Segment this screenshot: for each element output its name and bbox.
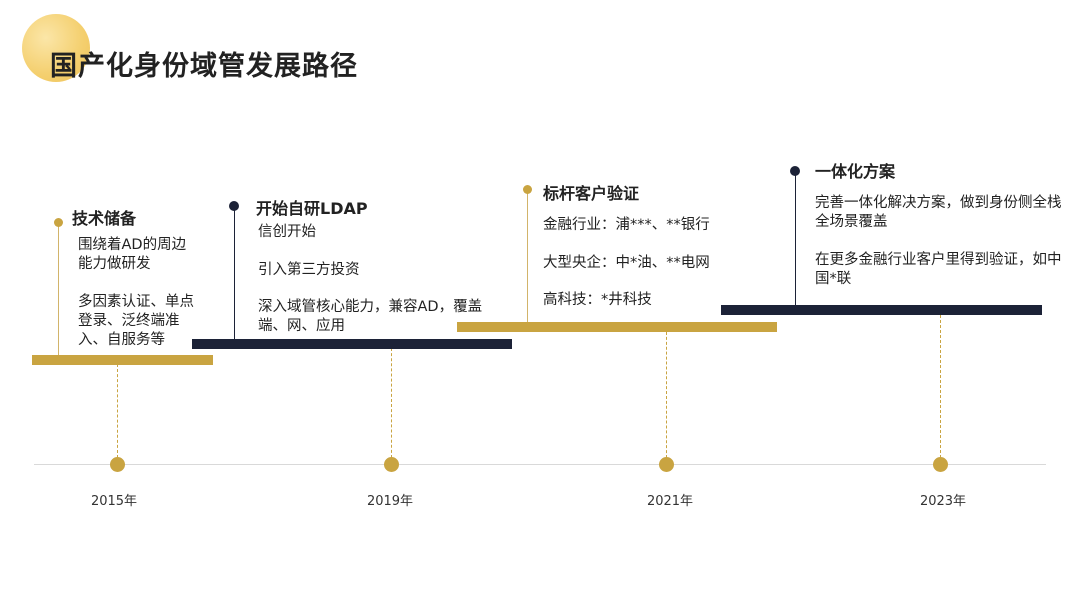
phase-title-3: 标杆客户验证 [543,184,640,203]
year-connector-2023 [940,315,941,458]
phase-title-4: 一体化方案 [815,162,896,181]
phase-marker-dot-3 [523,185,532,194]
phase-bar-2 [192,339,512,349]
phase-marker-line-1 [58,222,59,355]
phase-2-item-3: 深入域管核心能力，兼容AD，覆盖端、网、应用 [258,299,483,334]
year-label-2019: 2019年 [366,494,414,509]
timeline-axis [34,464,1046,465]
year-dot-2021 [659,457,674,472]
phase-3-item-2: 大型央企：中*油、**电网 [543,255,710,271]
phase-marker-line-3 [527,190,528,322]
phase-1-item-1: 围绕着AD的周边能力做研发 [78,237,187,272]
year-connector-2019 [391,348,392,458]
year-connector-2015 [117,364,118,458]
phase-marker-line-4 [795,172,796,305]
phase-title-2: 开始自研LDAP [256,199,368,218]
phase-2-item-2: 引入第三方投资 [258,262,360,278]
phase-title-1: 技术储备 [72,209,137,228]
phase-marker-dot-4 [790,166,800,176]
phase-4-item-1: 完善一体化解决方案，做到身份侧全栈全场景覆盖 [815,195,1062,230]
year-label-2023: 2023年 [919,494,967,509]
phase-3-item-3: 高科技：*井科技 [543,292,652,308]
year-dot-2023 [933,457,948,472]
phase-marker-dot-2 [229,201,239,211]
phase-1-item-2: 多因素认证、单点登录、泛终端准入、自服务等 [78,294,194,348]
phase-2-item-1: 信创开始 [258,224,316,240]
phase-bar-4 [721,305,1042,315]
phase-3-item-1: 金融行业：浦***、**银行 [543,217,710,233]
year-label-2021: 2021年 [646,494,694,509]
phase-marker-line-2 [234,207,235,339]
year-dot-2019 [384,457,399,472]
year-label-2015: 2015年 [90,494,138,509]
year-connector-2021 [666,332,667,458]
year-dot-2015 [110,457,125,472]
phase-4-item-2: 在更多金融行业客户里得到验证，如中国*联 [815,252,1062,287]
phase-bar-1 [32,355,213,365]
title-decoration-circle [22,14,90,82]
phase-bar-3 [457,322,777,332]
page-title: 国产化身份域管发展路径 [50,51,358,82]
phase-marker-dot-1 [54,218,63,227]
